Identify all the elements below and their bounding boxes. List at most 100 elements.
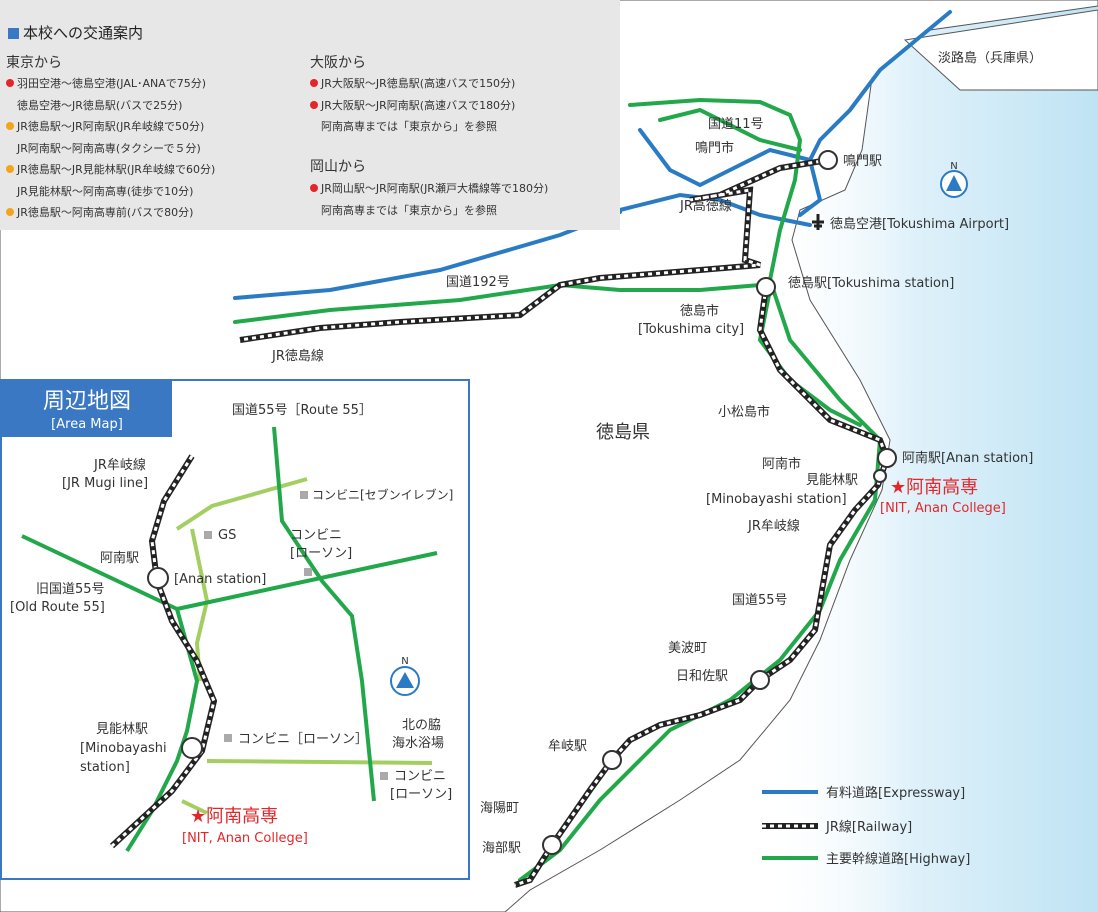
- station-naruto: [818, 150, 838, 170]
- road-kitanowaki: [206, 759, 433, 765]
- label-school: ★阿南高専: [890, 477, 978, 498]
- route-line: JR大阪駅～JR阿南駅(高速バスで180分): [310, 97, 515, 113]
- area-label-kitanowaki2: 海水浴場: [392, 736, 444, 751]
- bullet-dot-icon: [6, 187, 14, 195]
- bullet-dot-icon: [310, 100, 318, 109]
- bullet-dot-icon: [310, 206, 318, 214]
- area-railway: [109, 454, 218, 849]
- shop-lawson-marker: [304, 568, 312, 576]
- route-line: 阿南高専までは「東京から」を参照: [310, 202, 497, 218]
- area-station-anan: [147, 567, 169, 589]
- area-label-school: ★阿南高専: [190, 806, 278, 827]
- station-minobayashi: [873, 469, 887, 483]
- area-shop-markers: [204, 491, 388, 780]
- area-map-title-en: [Area Map]: [51, 417, 123, 432]
- route-line: JR徳島駅～阿南高専前(バスで80分): [6, 204, 193, 220]
- area-station-minobayashi: [181, 737, 203, 759]
- label-naruto-city: 鳴門市: [695, 140, 734, 156]
- area-label-lawson3: [ローソン]: [390, 787, 452, 802]
- route-line: 徳島空港～JR徳島駅(バスで25分): [6, 97, 182, 113]
- north-arrow-icon: N: [940, 161, 968, 198]
- label-awaji: 淡路島（兵庫県）: [938, 50, 1042, 66]
- area-label-jr-mugi: JR牟岐線: [93, 457, 146, 473]
- station-kaifu: [542, 835, 562, 855]
- highway-route11-branch: [658, 107, 802, 152]
- area-label-gs: GS: [218, 528, 236, 543]
- bullet-dot-icon: [6, 208, 14, 216]
- railway-lines: [239, 157, 891, 888]
- route-line: 羽田空港～徳島空港(JAL･ANAで75分): [6, 75, 206, 91]
- north-label: N: [950, 161, 957, 172]
- legend: 有料道路[Expressway] JR線[Railway] 主要幹線道路[Hig…: [762, 785, 970, 867]
- route-line-text: JR徳島駅～阿南高専前(バスで80分): [17, 206, 194, 219]
- gs-marker: [204, 531, 212, 539]
- area-label-old-route-en: [Old Route 55]: [10, 600, 105, 615]
- route-line-text: 阿南高専までは「東京から」を参照: [321, 120, 497, 133]
- route-line: JR徳島駅～JR見能林駅(JR牟岐線で60分): [6, 161, 215, 177]
- road-school: [181, 799, 208, 815]
- area-label-lawson: [ローソン]: [290, 546, 352, 561]
- label-jr-mugi: JR牟岐線: [747, 518, 800, 534]
- okayama-heading: 岡山から: [310, 159, 366, 175]
- railway-kotoku-dash: [239, 158, 829, 342]
- railway-mugi-dash: [514, 286, 889, 887]
- route-line: JR徳島駅～JR阿南駅(JR牟岐線で50分): [6, 118, 204, 134]
- label-tokushima-station: 徳島駅[Tokushima station]: [788, 276, 954, 291]
- awaji-island: [903, 9, 1098, 91]
- area-railway-dash: [110, 455, 216, 848]
- area-label-route55: 国道55号［Route 55］: [232, 403, 372, 418]
- label-minobayashi: 見能林駅: [806, 473, 858, 488]
- stations: [542, 150, 897, 855]
- area-label-conv-lawson2: コンビニ［ローソン］: [238, 732, 368, 747]
- shop-lawson3-marker: [380, 772, 388, 780]
- label-tokushima-city: 徳島市: [680, 303, 719, 319]
- area-secondary-roads: [175, 477, 433, 815]
- area-label-old-route: 旧国道55号: [36, 582, 105, 597]
- bullet-dot-icon: [310, 79, 318, 87]
- label-naruto-station: 鳴門駅: [843, 154, 882, 169]
- route-line: JR見能林駅～阿南高専(徒歩で10分): [6, 183, 193, 199]
- area-label-anan-station-en: [Anan station]: [174, 572, 266, 587]
- route-line-text: JR大阪駅～JR徳島駅(高速バスで150分): [321, 77, 516, 90]
- area-label-anan-station: 阿南駅: [100, 550, 139, 566]
- area-map-tab: 周辺地図 [Area Map]: [2, 381, 172, 437]
- label-tokushima-city-en: [Tokushima city]: [638, 322, 744, 337]
- area-north-label: N: [401, 656, 408, 667]
- airplane-icon: [812, 214, 824, 230]
- shop-lawson2-marker: [224, 734, 232, 742]
- area-label-minobayashi-en1: [Minobayashi: [80, 741, 167, 756]
- area-map: N 国道55号［Route 55］ JR牟岐線 [JR Mugi line] コ…: [10, 403, 453, 853]
- route-line-text: JR岡山駅～JR阿南駅(JR瀬戸大橋線等で180分): [321, 182, 549, 195]
- route-line: JR大阪駅～JR徳島駅(高速バスで150分): [310, 75, 515, 91]
- label-route192: 国道192号: [446, 275, 510, 290]
- route-line-text: JR見能林駅～阿南高専(徒歩で10分): [17, 184, 194, 198]
- route-line: JR岡山駅～JR阿南駅(JR瀬戸大橋線等で180分): [310, 180, 548, 196]
- area-label-seven: コンビニ[セブンイレブン]: [312, 487, 453, 502]
- road-east-west: [176, 551, 438, 611]
- bullet-dot-icon: [6, 122, 14, 130]
- area-label-kitanowaki1: 北の脇: [402, 718, 441, 733]
- label-kaifu: 海部駅: [482, 841, 521, 856]
- label-anan-city: 阿南市: [762, 456, 801, 472]
- route-line-text: 徳島空港～JR徳島駅(バスで25分): [17, 98, 183, 112]
- label-school-en: [NIT, Anan College]: [880, 501, 1006, 516]
- tokyo-heading: 東京から: [6, 55, 62, 71]
- label-minami: 美波町: [668, 641, 707, 656]
- label-route11: 国道11号: [708, 117, 764, 132]
- route-line-text: 阿南高専までは「東京から」を参照: [321, 203, 497, 217]
- route-line: 阿南高専までは「東京から」を参照: [310, 118, 497, 134]
- area-map-title: 周辺地図: [42, 389, 131, 414]
- station-anan: [877, 448, 897, 468]
- area-map-panel: 周辺地図 [Area Map]: [0, 379, 470, 880]
- label-komatsushima: 小松島市: [718, 404, 770, 420]
- info-title-row: 本校への交通案内: [8, 22, 143, 43]
- route-line-text: 羽田空港～徳島空港(JAL･ANAで75分): [17, 77, 207, 90]
- area-label-minobayashi: 見能林駅: [96, 722, 148, 737]
- bullet-dot-icon: [310, 122, 318, 130]
- access-info-panel: 本校への交通案内 東京から 羽田空港～徳島空港(JAL･ANAで75分) 徳島空港…: [0, 0, 620, 230]
- area-label-school-en: [NIT, Anan College]: [182, 831, 308, 846]
- route-line: JR阿南駅～阿南高専(タクシーで５分): [6, 140, 201, 156]
- expressway-tokushima: [638, 128, 812, 188]
- area-north-arrow-icon: N: [390, 656, 420, 696]
- area-label-jr-mugi-en: [JR Mugi line]: [62, 476, 148, 491]
